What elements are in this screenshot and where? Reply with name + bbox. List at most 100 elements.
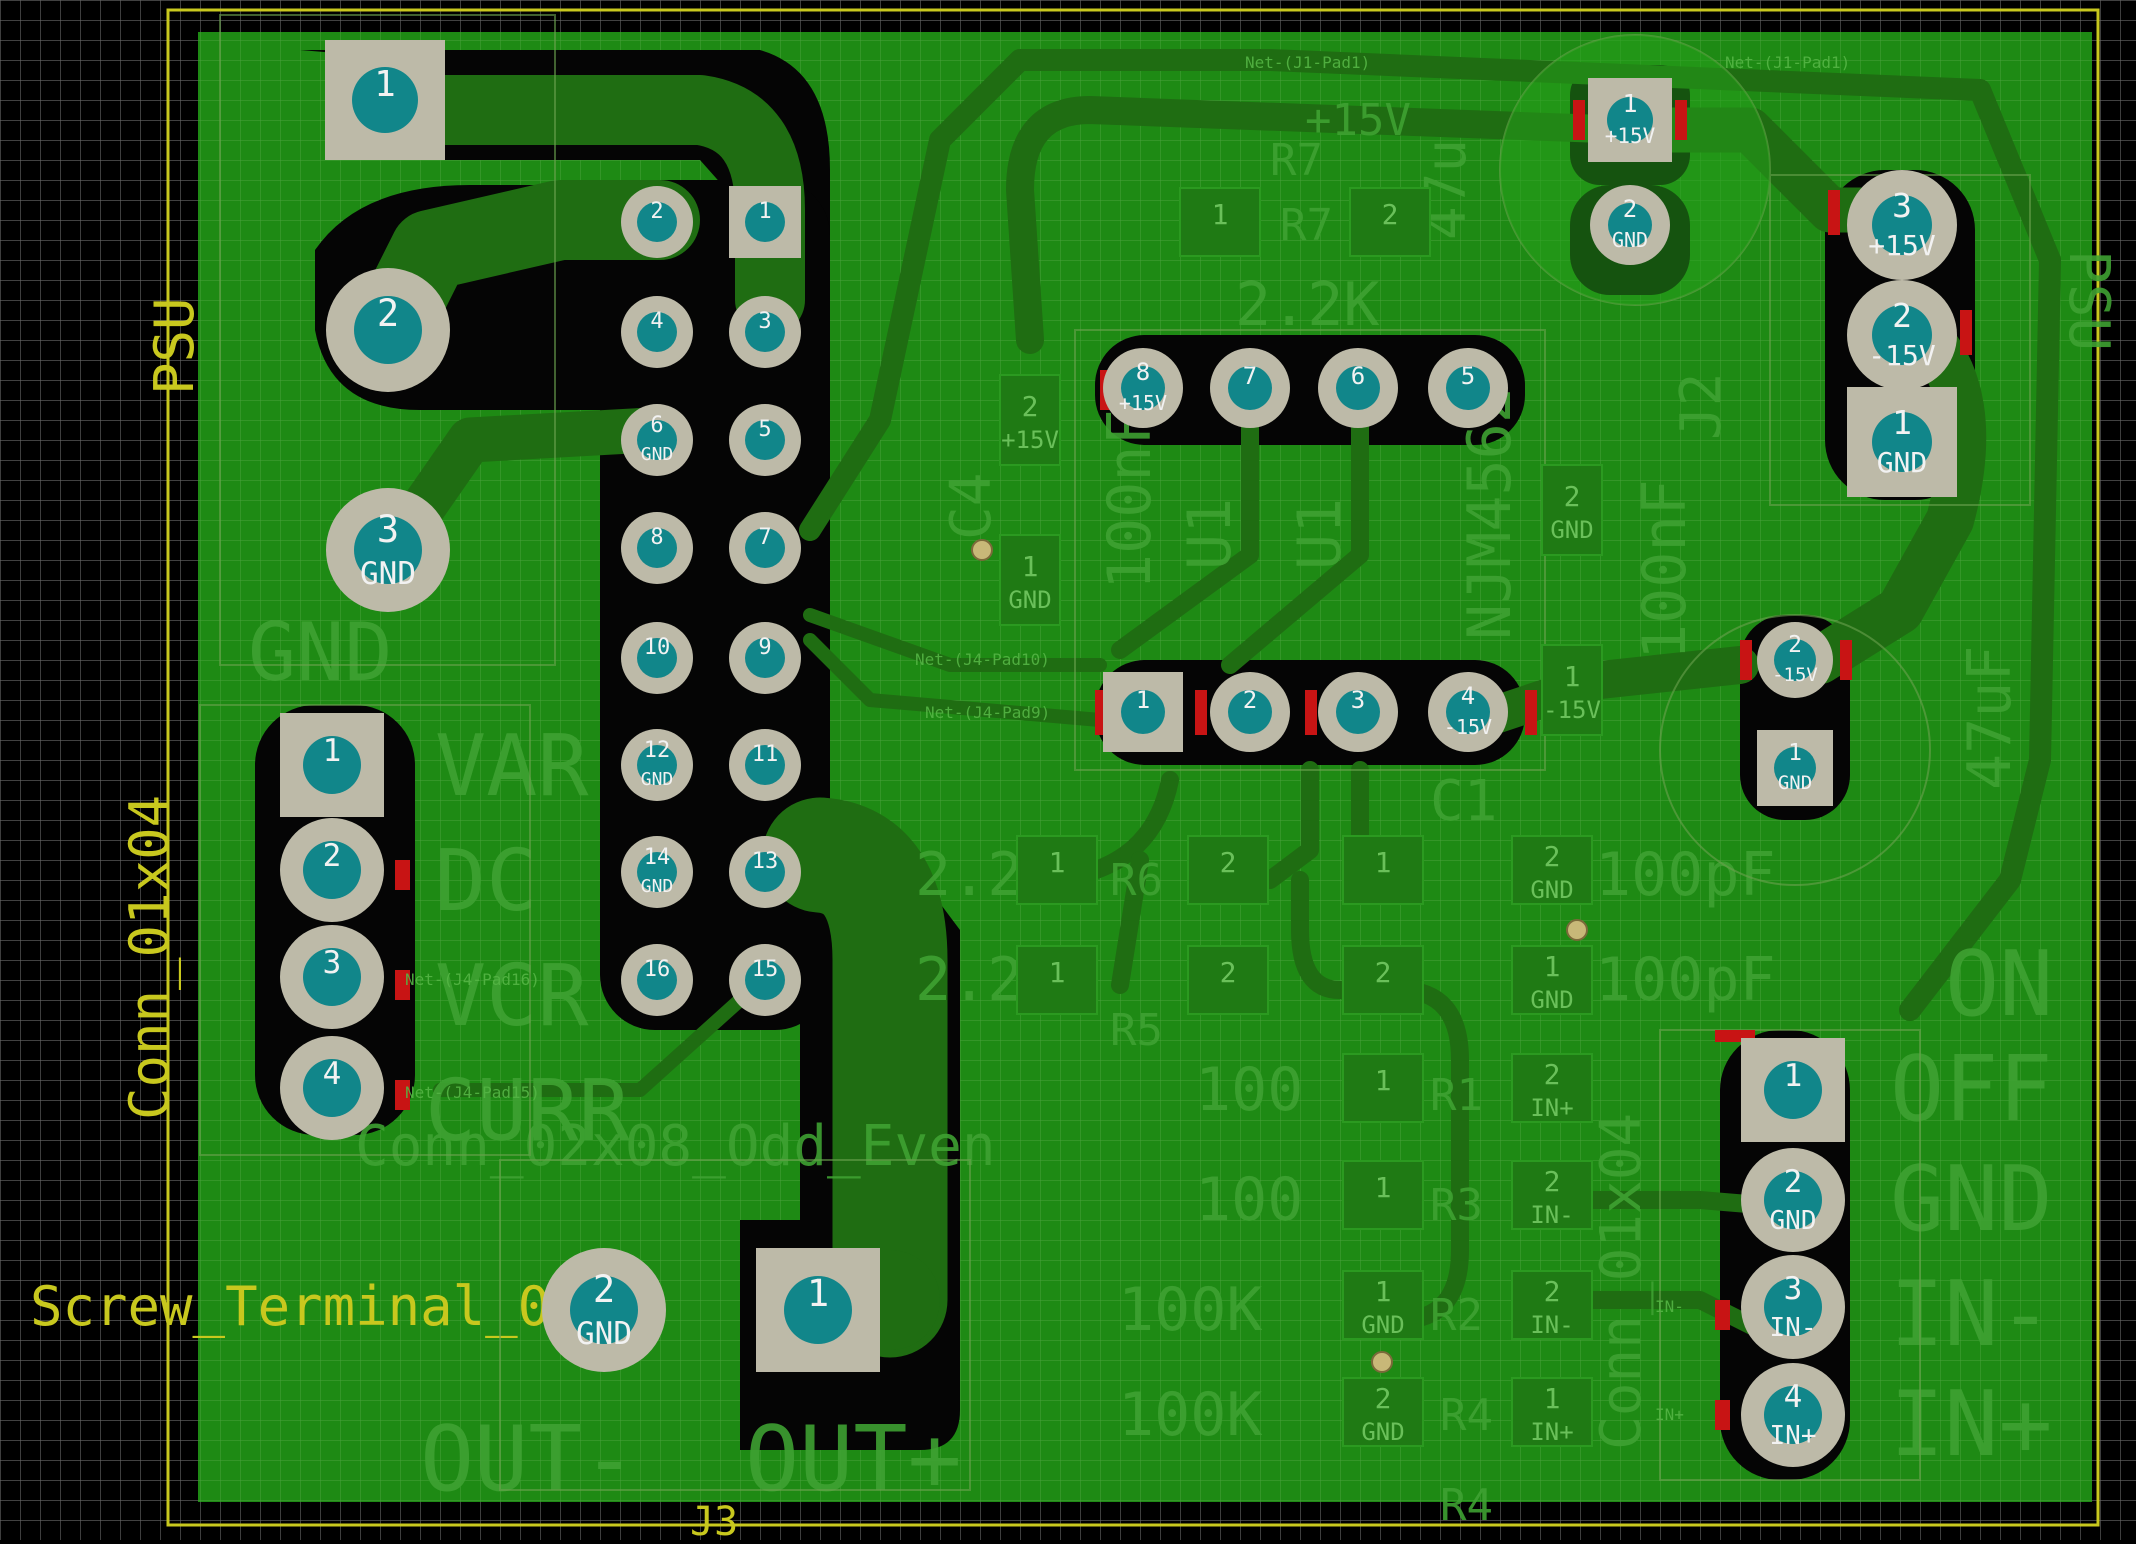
pad-j4-10-drill xyxy=(637,638,677,678)
smd-r1-2[interactable]: 2IN+ xyxy=(1511,1053,1593,1123)
pad-u1-4[interactable]: 4-15V xyxy=(1428,672,1508,752)
pad-j5-1[interactable]: 1 xyxy=(1741,1038,1845,1142)
smd-r3-1-number: 1 xyxy=(1375,1171,1392,1204)
smd-c-15v-1[interactable]: 1-15V xyxy=(1541,644,1603,736)
pad-c2-2[interactable]: 2-15V xyxy=(1757,622,1833,698)
pad-j2-3[interactable]: 3+15V xyxy=(1847,170,1957,280)
pad-u1-4-drill xyxy=(1446,690,1490,734)
smd-c-gnd-2-net: GND xyxy=(1550,516,1593,544)
net-label-in-plus: IN+ xyxy=(1655,1405,1684,1424)
pad-c-3-number: 3 xyxy=(323,945,342,981)
smd-r6-2[interactable]: 2 xyxy=(1187,835,1269,905)
smd-r7-1[interactable]: 1 xyxy=(1179,187,1261,257)
pad-j5-3[interactable]: 3IN- xyxy=(1741,1255,1845,1359)
pad-u1-1-number: 1 xyxy=(1136,686,1150,714)
pad-j5-4[interactable]: 4IN+ xyxy=(1741,1363,1845,1467)
pad-c2-1-drill xyxy=(1774,747,1816,789)
pad-c1-2-number: 2 xyxy=(1623,195,1637,223)
pad-c-2[interactable]: 2 xyxy=(280,818,384,922)
fab-r5-val: 2.2 xyxy=(915,945,1023,1015)
smd-c-100pf-a-2-number: 2 xyxy=(1544,840,1561,873)
smd-c4-2[interactable]: 2+15V xyxy=(999,374,1061,466)
smd-c-100pf-b-1-number: 1 xyxy=(1544,950,1561,983)
pad-u1-7[interactable]: 7 xyxy=(1210,348,1290,428)
pad-c-3-drill xyxy=(303,948,361,1006)
pad-c-3[interactable]: 3 xyxy=(280,925,384,1029)
pad-j4-13-number: 13 xyxy=(752,849,779,874)
net-label-j4-pad16: Net-(J4-Pad16) xyxy=(405,970,540,989)
pad-u1-5[interactable]: 5 xyxy=(1428,348,1508,428)
pad-c1-1[interactable]: 1+15V xyxy=(1588,78,1672,162)
smd-r7-2[interactable]: 2 xyxy=(1349,187,1431,257)
pad-j4-4[interactable]: 4 xyxy=(621,296,693,368)
vias xyxy=(971,539,1588,1373)
pad-c-4-number: 4 xyxy=(323,1056,342,1092)
smd-c-100pf-b-2[interactable]: 2 xyxy=(1342,945,1424,1015)
pad-psu-2[interactable]: 2 xyxy=(326,268,450,392)
pad-j4-16[interactable]: 16 xyxy=(621,944,693,1016)
fab-r4-b: R4 xyxy=(1440,1480,1493,1531)
pad-j4-1[interactable]: 1 xyxy=(729,186,801,258)
pad-psu-1[interactable]: 1 xyxy=(325,40,445,160)
pad-j5-2-drill xyxy=(1764,1171,1822,1229)
smd-r2-2-number: 2 xyxy=(1544,1275,1561,1308)
pad-u1-8[interactable]: 8+15V xyxy=(1103,348,1183,428)
pad-j4-13[interactable]: 13 xyxy=(729,836,801,908)
smd-c-100pf-a-1[interactable]: 1 xyxy=(1342,835,1424,905)
pad-u1-2[interactable]: 2 xyxy=(1210,672,1290,752)
smd-r3-2[interactable]: 2IN- xyxy=(1511,1160,1593,1230)
pad-j4-10[interactable]: 10 xyxy=(621,622,693,694)
smd-r3-1[interactable]: 1 xyxy=(1342,1160,1424,1230)
smd-r6-1[interactable]: 1 xyxy=(1016,835,1098,905)
pad-j4-12-net: GND xyxy=(641,769,674,790)
pad-j4-15[interactable]: 15 xyxy=(729,944,801,1016)
pad-u1-3[interactable]: 3 xyxy=(1318,672,1398,752)
pad-j4-5[interactable]: 5 xyxy=(729,404,801,476)
pad-j5-3-drill xyxy=(1764,1278,1822,1336)
pad-j4-7[interactable]: 7 xyxy=(729,512,801,584)
smd-r1-1[interactable]: 1 xyxy=(1342,1053,1424,1123)
fab-r1: R1 xyxy=(1430,1070,1483,1121)
fab-100-a: 100 xyxy=(1195,1055,1303,1125)
via xyxy=(971,539,993,561)
smd-r4-1[interactable]: 1IN+ xyxy=(1511,1377,1593,1447)
smd-r5-2[interactable]: 2 xyxy=(1187,945,1269,1015)
fab-100pf-a: 100pF xyxy=(1595,840,1776,910)
pad-j2-2[interactable]: 2-15V xyxy=(1847,280,1957,390)
net-label-in-minus: IN- xyxy=(1655,1297,1684,1316)
fab-c4-ref: C4 xyxy=(939,473,1004,540)
pad-j4-11[interactable]: 11 xyxy=(729,729,801,801)
pad-j4-8[interactable]: 8 xyxy=(621,512,693,584)
net-labels: Net-(J1-Pad1) Net-(J1-Pad1) Net-(J4-Pad1… xyxy=(405,53,1850,1424)
pad-c-1[interactable]: 1 xyxy=(280,713,384,817)
pad-u1-3-number: 3 xyxy=(1351,686,1365,714)
smd-r2-2[interactable]: 2IN- xyxy=(1511,1270,1593,1340)
pad-j4-9[interactable]: 9 xyxy=(729,622,801,694)
pad-j4-12-drill xyxy=(637,745,677,785)
smd-r5-1[interactable]: 1 xyxy=(1016,945,1098,1015)
pad-u1-1[interactable]: 1 xyxy=(1103,672,1183,752)
pad-c-4[interactable]: 4 xyxy=(280,1036,384,1140)
pad-j4-2[interactable]: 2 xyxy=(621,186,693,258)
pad-j3-1[interactable]: 1 xyxy=(756,1248,880,1372)
fab-gnd-left: GND xyxy=(248,606,393,699)
fab-u1-val: NJM4562 xyxy=(1455,387,1525,640)
pad-j4-3[interactable]: 3 xyxy=(729,296,801,368)
pad-u1-6[interactable]: 6 xyxy=(1318,348,1398,428)
